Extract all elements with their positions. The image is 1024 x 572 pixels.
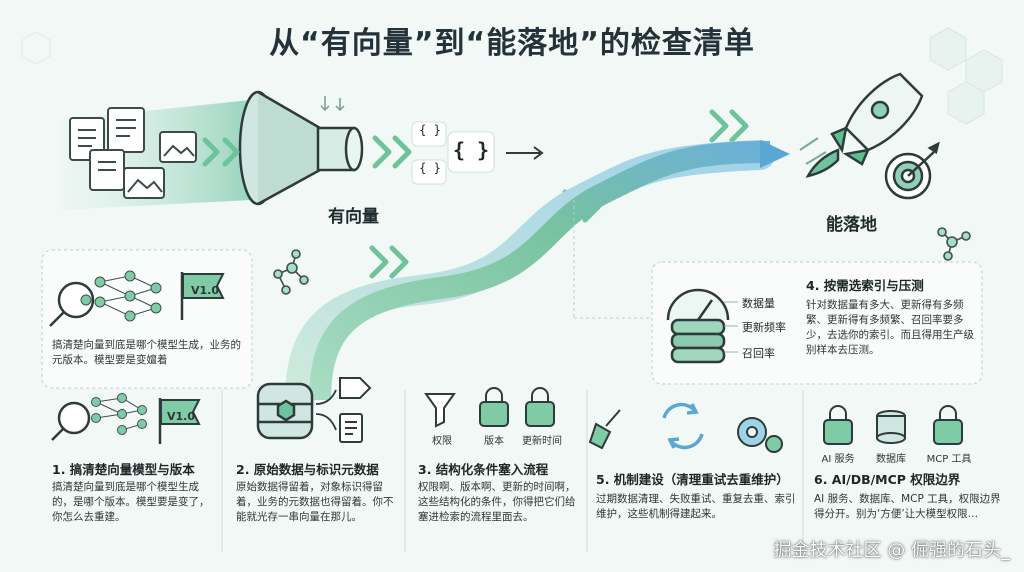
card6-title: 6. AI/DB/MCP 权限边界 <box>814 472 961 487</box>
page-title: 从“有向量”到“能落地”的检查清单 <box>269 26 755 61</box>
vector-brace-small-2: { } <box>419 161 441 175</box>
vector-brace-big: { } <box>452 138 490 162</box>
metric-recall: 召回率 <box>742 347 775 360</box>
speed-lines <box>799 137 827 165</box>
target-icon <box>884 141 940 200</box>
section4-panel <box>651 261 983 385</box>
document-icon <box>339 413 363 443</box>
card1-text: 搞清楚向量到底是哪个模型生成的，是哪个版本。模型要是变了，你怎么去重建。 <box>52 481 210 523</box>
card5-text: 过期数据清理、失败重试、重复去重、索引维护，这些机制得建起来。 <box>596 493 796 520</box>
tag-icon <box>339 377 372 399</box>
vector-box-small-1 <box>411 121 447 147</box>
flag-icon-1 <box>180 272 225 320</box>
flag-version-label-2: V1.0 <box>167 410 195 423</box>
flag-icon-2 <box>158 398 201 444</box>
input-arrows <box>320 96 345 112</box>
database-icon-small <box>876 410 906 444</box>
icon-label-permission: 权限 <box>432 436 452 447</box>
lock-icon-ai <box>823 405 853 445</box>
road-arrowhead <box>760 140 790 168</box>
metric-connectors <box>724 301 738 353</box>
lock-icon-version <box>479 387 509 427</box>
documents-icon <box>69 107 197 199</box>
neural-net-icon-1 <box>80 270 162 322</box>
flag-version-label-1: V1.0 <box>191 284 219 297</box>
vector-brace-small-1: { } <box>419 123 441 137</box>
icon-label-ai-service: AI 服务 <box>821 454 855 465</box>
filter-icon <box>424 393 456 428</box>
network-icon-right <box>937 227 971 261</box>
gauge-database-icon <box>666 288 730 364</box>
lock-icon-time <box>525 387 555 427</box>
card2-text: 原始数据得留着，对象标识得留着，业务的元数据也得留着。你不能就光存一串向量在那儿… <box>236 481 394 523</box>
card3-title: 3. 结构化条件塞入流程 <box>418 462 549 477</box>
rocket-icon <box>805 72 924 178</box>
icon-label-mcp-tool: MCP 工具 <box>926 454 972 465</box>
gears-icon <box>737 417 783 453</box>
icon-label-database: 数据库 <box>876 454 906 465</box>
hexagon-decoration-left <box>21 31 51 65</box>
hexagon-decoration <box>929 27 1003 125</box>
connector-lines <box>315 389 337 431</box>
card6-text: AI 服务、数据库、MCP 工具，权限边界得分开。别为‘方便’让大模型权限… <box>814 493 1001 520</box>
magnifier-neural-icon <box>49 281 95 327</box>
card2-title: 2. 原始数据与标识元数据 <box>236 462 379 477</box>
icon-label-update-time: 更新时间 <box>522 436 562 447</box>
card5-title: 5. 机制建设（清理重试去重维护） <box>596 472 789 487</box>
refresh-icon <box>662 402 704 450</box>
neural-net-icon-2 <box>91 393 147 435</box>
left-panel-text: 搞清楚向量到底是哪个模型生成，业务的元版本。模型要是变嬗着 <box>52 339 241 366</box>
database-icon <box>256 382 314 440</box>
card1-title: 1. 搞清楚向量模型与版本 <box>52 462 195 477</box>
icon-label-version: 版本 <box>484 436 504 447</box>
vector-label: 有向量 <box>328 207 379 227</box>
card3-text: 权限啊、版本啊、更新的时间啊，这些结构化的条件，你得把它们给塞进检索的流程里面去… <box>418 481 576 523</box>
vector-box-big <box>447 131 495 173</box>
landing-label: 能落地 <box>826 215 877 235</box>
network-icon <box>273 249 309 295</box>
section4-text: 针对数据量有多大、更新得有多频繁、更新得有多频繁、召回率要多少，去选你的索引。而… <box>806 299 974 356</box>
magnifier-icon-2 <box>51 401 91 441</box>
funnel-icon <box>238 90 364 206</box>
section4-title: 4. 按需选索引与压测 <box>806 278 924 293</box>
metric-data-volume: 数据量 <box>742 297 775 310</box>
path-road <box>309 141 771 401</box>
lock-icon-mcp <box>933 405 963 445</box>
broom-icon <box>588 409 621 450</box>
metric-update-frequency: 更新频率 <box>742 321 786 334</box>
watermark: 掘金技术社区 @ 倔强的石头_ <box>773 540 1010 561</box>
vector-box-small-2 <box>411 159 447 185</box>
